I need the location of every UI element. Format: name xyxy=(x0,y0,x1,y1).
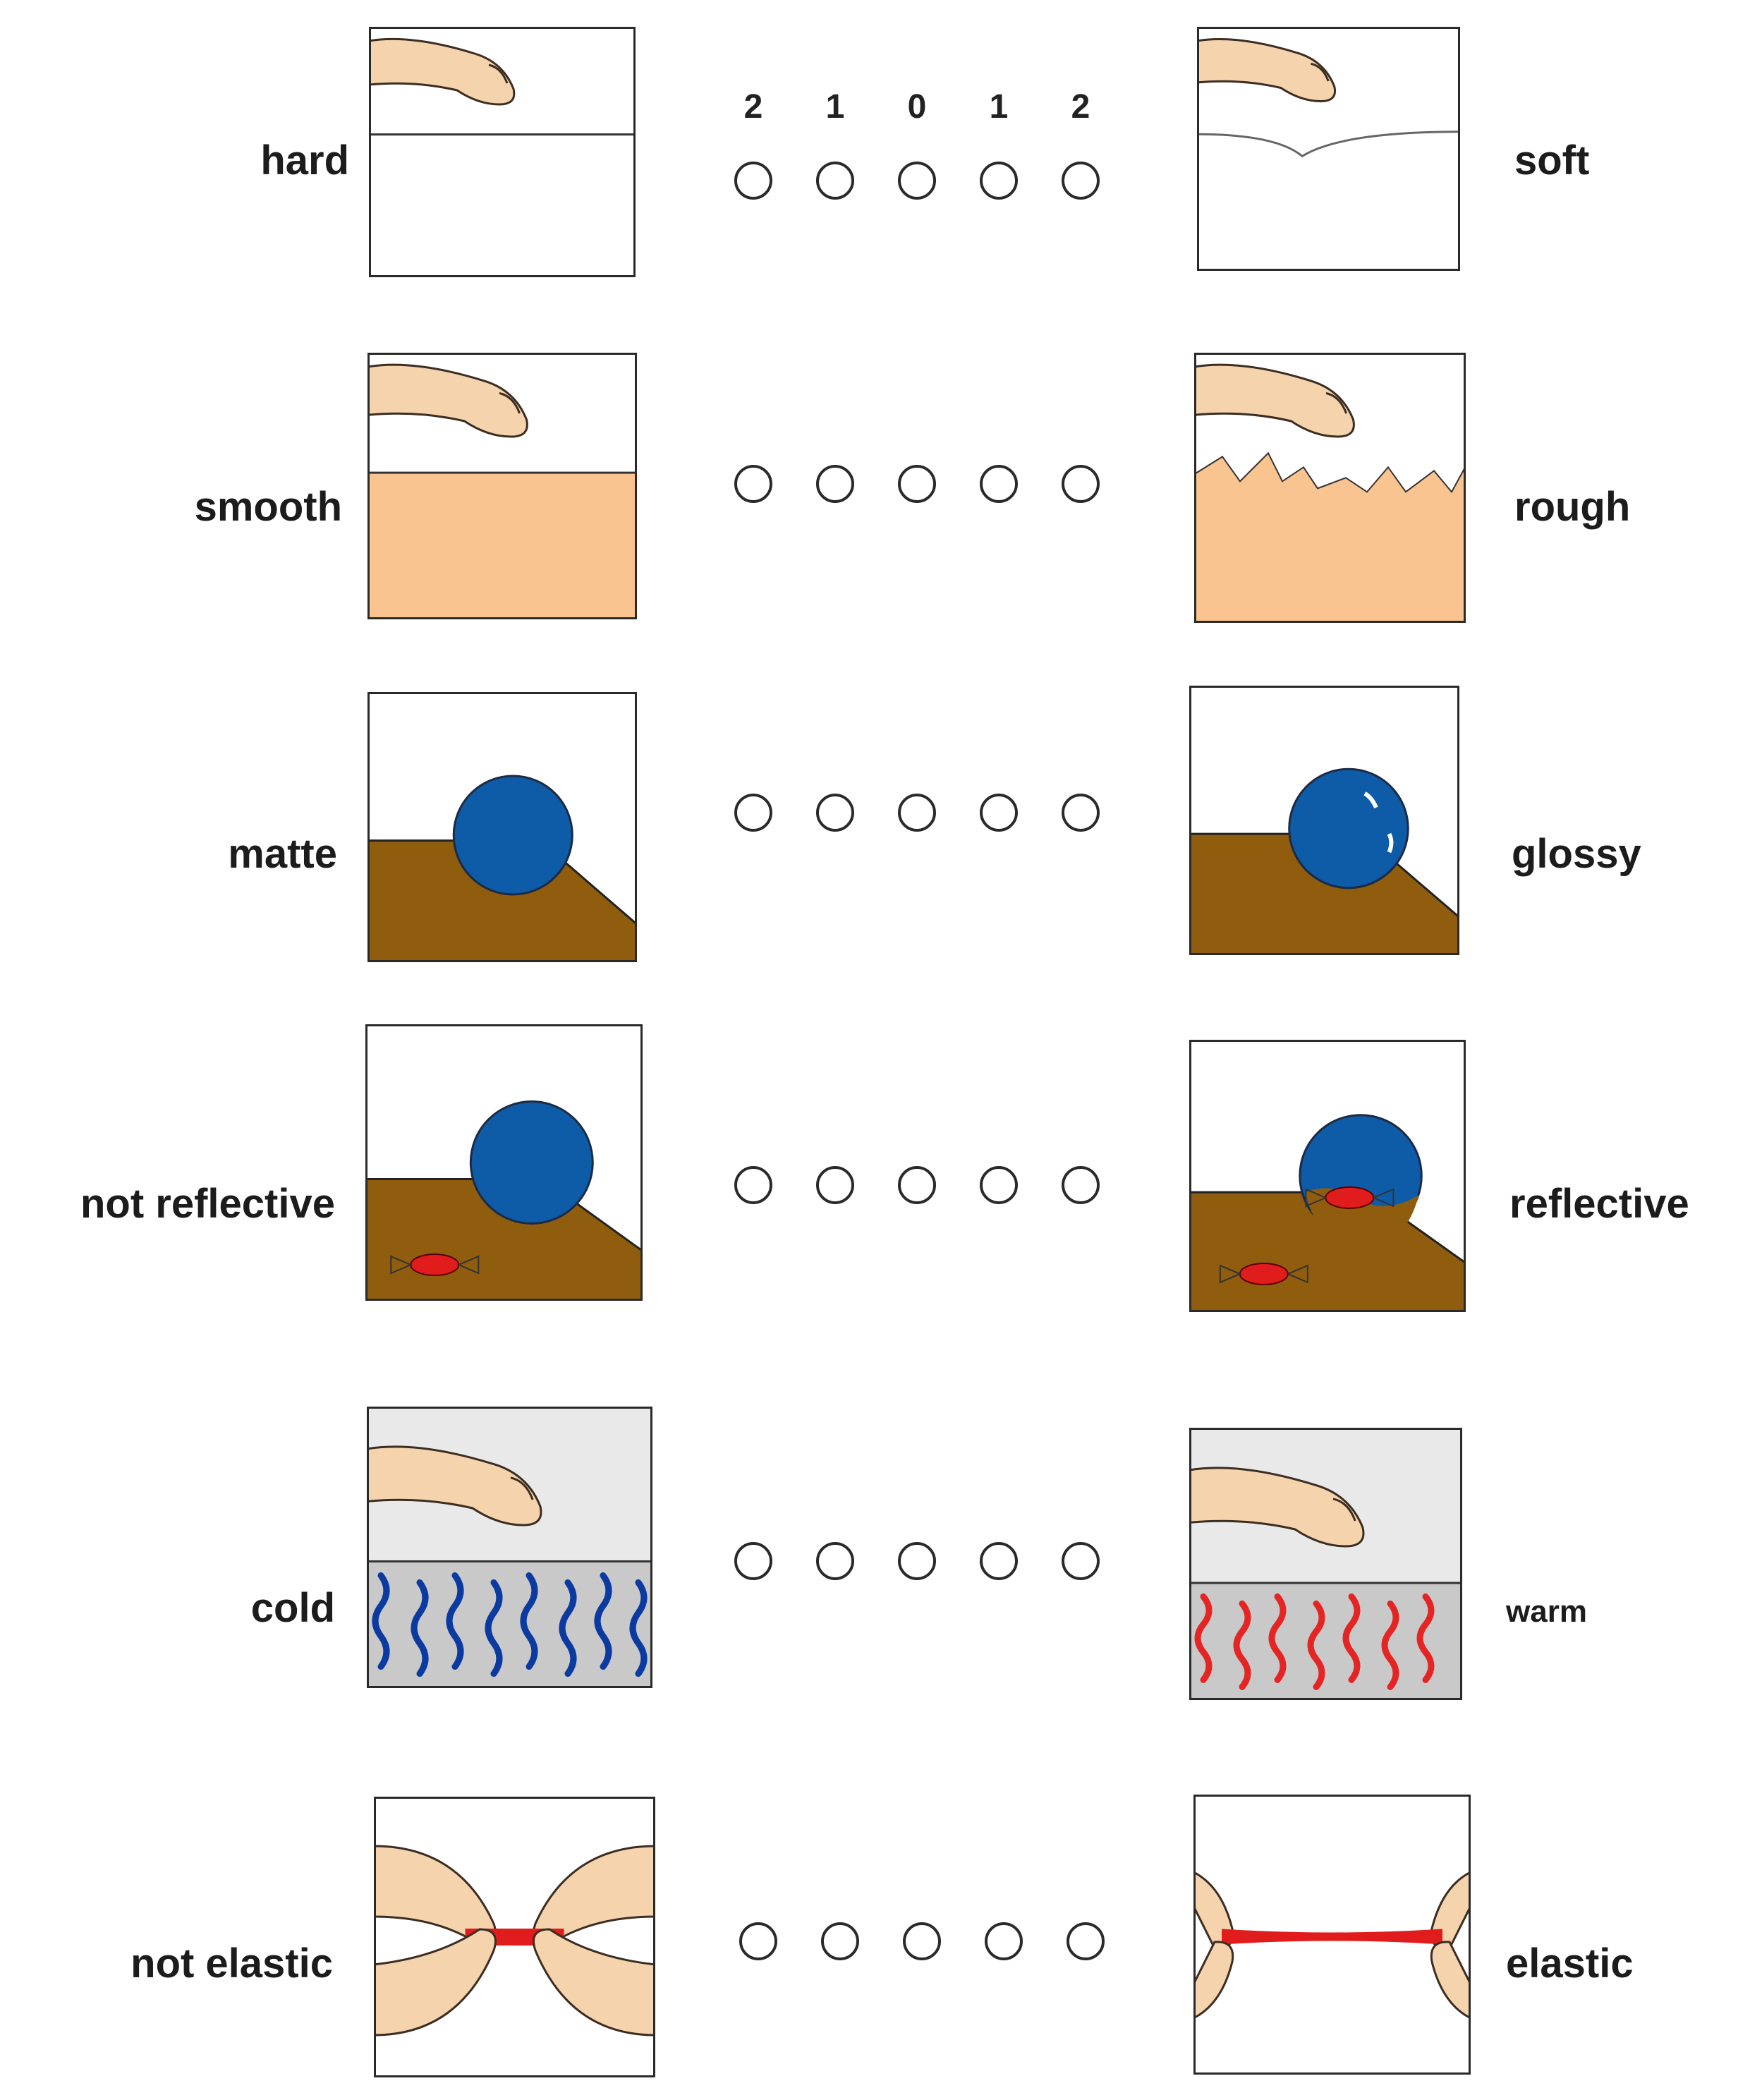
left-anchor-label: matte xyxy=(228,831,337,877)
rating-radio-0[interactable] xyxy=(739,1922,777,1960)
non-reflective-ball-icon-graphic xyxy=(365,1024,643,1301)
non-reflective-ball-icon xyxy=(365,1024,643,1301)
cold-surface-icon-graphic xyxy=(367,1407,652,1688)
scale-value-2: 0 xyxy=(907,88,927,126)
rating-radio-3[interactable] xyxy=(980,162,1018,200)
rating-radio-3[interactable] xyxy=(980,465,1018,503)
rating-radio-2[interactable] xyxy=(898,1542,936,1580)
rating-radio-1[interactable] xyxy=(816,1542,854,1580)
smooth-surface-icon xyxy=(367,353,637,619)
rating-radio-3[interactable] xyxy=(980,794,1018,832)
stretched-band-icon xyxy=(1193,1795,1471,2075)
rating-radio-4[interactable] xyxy=(1062,794,1100,832)
rigid-band-icon xyxy=(374,1797,655,2077)
hard-surface-icon-graphic xyxy=(369,27,636,277)
rating-radio-3[interactable] xyxy=(985,1922,1023,1960)
rating-radio-0[interactable] xyxy=(734,1542,772,1580)
rating-radio-4[interactable] xyxy=(1062,1542,1100,1580)
left-anchor-label: smooth xyxy=(194,484,342,530)
hard-surface-icon xyxy=(369,27,636,277)
rating-radio-3[interactable] xyxy=(980,1166,1018,1204)
rating-radio-1[interactable] xyxy=(816,162,854,200)
scale-value-1: 1 xyxy=(825,88,845,126)
rating-radio-4[interactable] xyxy=(1062,1166,1100,1204)
rating-radio-2[interactable] xyxy=(898,794,936,832)
reflective-ball-icon-graphic xyxy=(1189,1040,1466,1312)
stretched-band-icon-graphic xyxy=(1193,1795,1471,2075)
matte-ball-icon xyxy=(367,692,637,962)
rating-radio-1[interactable] xyxy=(816,465,854,503)
reflective-ball-icon xyxy=(1189,1040,1466,1312)
rating-radio-2[interactable] xyxy=(898,162,936,200)
warm-surface-icon-graphic xyxy=(1189,1428,1462,1700)
rating-radio-2[interactable] xyxy=(898,465,936,503)
rating-radio-3[interactable] xyxy=(980,1542,1018,1580)
glossy-ball-icon-graphic xyxy=(1189,686,1459,955)
left-anchor-label: not reflective xyxy=(80,1181,335,1227)
cold-surface-icon xyxy=(367,1407,652,1688)
soft-surface-icon xyxy=(1197,27,1460,271)
right-anchor-label: elastic xyxy=(1506,1941,1634,1986)
rating-radio-0[interactable] xyxy=(734,794,772,832)
rating-radio-4[interactable] xyxy=(1062,465,1100,503)
rating-radio-1[interactable] xyxy=(821,1922,859,1960)
left-anchor-label: hard xyxy=(260,138,349,183)
glossy-ball-icon xyxy=(1189,686,1459,955)
rating-radio-2[interactable] xyxy=(898,1166,936,1204)
soft-surface-icon-graphic xyxy=(1197,27,1460,271)
scale-value-4: 2 xyxy=(1071,88,1090,126)
left-anchor-label: cold xyxy=(250,1585,335,1631)
left-anchor-label: not elastic xyxy=(130,1941,333,1986)
rating-radio-0[interactable] xyxy=(734,162,772,200)
right-anchor-label: glossy xyxy=(1512,831,1641,877)
right-anchor-label: warm xyxy=(1506,1594,1587,1629)
rating-radio-0[interactable] xyxy=(734,1166,772,1204)
rating-radio-1[interactable] xyxy=(816,794,854,832)
right-anchor-label: soft xyxy=(1514,138,1590,183)
rating-radio-4[interactable] xyxy=(1062,162,1100,200)
rating-radio-4[interactable] xyxy=(1067,1922,1105,1960)
rigid-band-icon-graphic xyxy=(374,1797,655,2077)
smooth-surface-icon-graphic xyxy=(367,353,637,619)
rating-radio-1[interactable] xyxy=(816,1166,854,1204)
rough-surface-icon xyxy=(1194,353,1466,623)
scale-value-3: 1 xyxy=(989,88,1009,126)
right-anchor-label: reflective xyxy=(1509,1181,1689,1227)
right-anchor-label: rough xyxy=(1514,484,1631,530)
rating-radio-2[interactable] xyxy=(903,1922,941,1960)
scale-value-0: 2 xyxy=(743,88,763,126)
warm-surface-icon xyxy=(1189,1428,1462,1700)
matte-ball-icon-graphic xyxy=(367,692,637,962)
rating-radio-0[interactable] xyxy=(734,465,772,503)
rough-surface-icon-graphic xyxy=(1194,353,1466,623)
